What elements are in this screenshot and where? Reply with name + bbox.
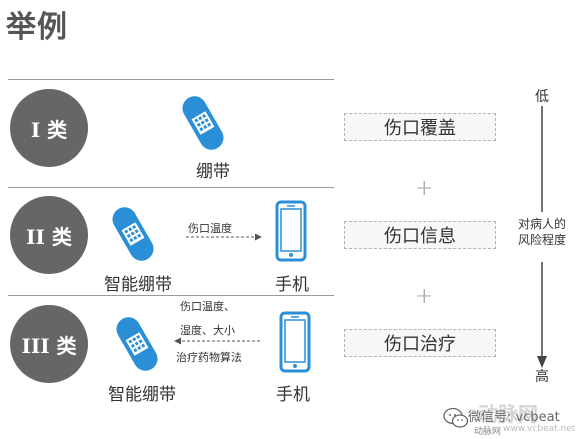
plus-sign-2: + (415, 284, 434, 309)
smart-bandage-label: 智能绷带 (104, 275, 172, 295)
bandage-label: 绷带 (196, 162, 230, 182)
arrow-label-humidity: 湿度、大小 (180, 324, 235, 337)
box-wound-info: 伤口信息 (344, 221, 496, 249)
arrow-left-icon (174, 337, 260, 345)
axis-mid-line-1: 对病人的 (517, 217, 566, 231)
axis-mid-label: 对病人的 风险程度 (512, 216, 572, 248)
divider-2 (8, 295, 334, 296)
watermark-sub-brand: 动脉网 (474, 427, 502, 437)
watermark-wechat-id: 微信号: vcbeat (468, 410, 560, 425)
plus-sign-1: + (415, 176, 434, 201)
arrow-right-icon (186, 233, 262, 241)
bandage-icon (182, 96, 224, 150)
smart-bandage-icon (112, 207, 154, 261)
class-3-circle: III 类 (10, 305, 88, 383)
smart-bandage-label-2: 智能绷带 (108, 385, 176, 405)
axis-high-label: 高 (535, 369, 549, 385)
arrow-label-temperature: 伤口温度 (188, 222, 232, 235)
wechat-icon (443, 407, 469, 428)
watermark-url: www.vcbeat.net (503, 424, 576, 434)
class-1-circle: I 类 (10, 89, 88, 167)
page-title: 举例 (6, 10, 68, 45)
divider-1 (8, 187, 334, 188)
box-wound-cover: 伤口覆盖 (344, 113, 496, 141)
arrow-label-temp-2: 伤口温度、 (180, 300, 235, 313)
arrow-label-algorithm: 治疗药物算法 (176, 351, 242, 364)
class-2-circle: II 类 (10, 196, 88, 274)
axis-low-label: 低 (535, 89, 549, 105)
axis-mid-line-2: 风险程度 (517, 233, 566, 247)
phone-label: 手机 (275, 275, 309, 295)
phone-label-2: 手机 (276, 385, 310, 405)
box-wound-treatment: 伤口治疗 (344, 329, 496, 357)
watermark-brand: 动脉网 (478, 402, 538, 426)
divider-top (8, 79, 334, 80)
phone-icon (275, 200, 307, 262)
phone-icon-2 (279, 311, 311, 373)
risk-axis-arrow-icon (537, 106, 547, 368)
smart-bandage-icon-2 (116, 317, 158, 371)
